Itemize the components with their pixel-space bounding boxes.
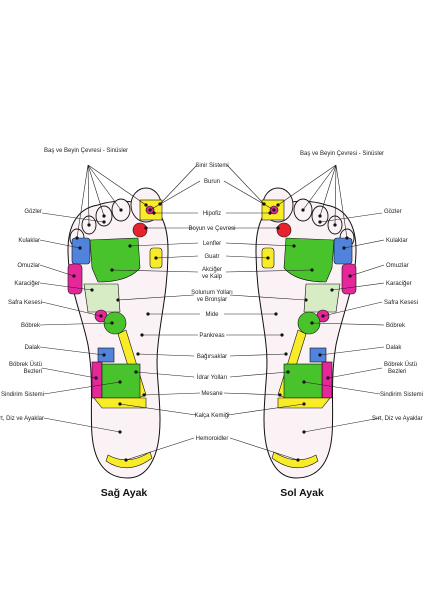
label-nervous-system: Sinir Sistemi [195,163,228,169]
left-zone-heart [303,283,341,313]
right-zone-hemorrhoid [105,451,153,469]
left-zone-ears-blue [333,237,353,265]
label-intestines: Bağırsaklar [197,354,227,360]
right-zone-spleen-blue [97,347,115,363]
label-kidney-left: Böbrek [386,323,406,329]
label-lung: Akciğer [202,267,222,273]
left-zone-shoulder [341,263,357,295]
label-back-right: Sırt, Diz ve Ayaklar [0,416,44,422]
leader-dots [72,202,352,462]
label-ears-left: Kulaklar [386,238,408,244]
label-hip-bone: Kalça Kemiği [194,413,229,419]
label-hemorrhoids: Hemoroidler [196,436,229,442]
right-zone-adrenal [91,361,103,399]
label-urinary-tract: İdrar Yolları [197,374,228,381]
right-foot [67,187,169,479]
right-foot-labels: Baş ve Beyin Çevresi - Sinüsler Gözler K… [0,148,128,422]
label-adrenal-left-2: Bezleri [388,369,406,375]
left-zone-spleen-blue [309,347,327,363]
left-zone-throat-red [276,222,292,238]
label-eyes-left: Gözler [384,209,402,215]
label-back-left: Sırt, Diz ve Ayaklar [372,416,423,422]
label-eyes-right: Gözler [24,209,42,215]
label-adrenal-right-1: Böbrek Üstü [9,361,42,368]
label-and-heart: ve Kalp [202,274,223,280]
label-bladder: Mesane [201,391,223,397]
label-spleen-left: Dalak [386,345,402,351]
label-digestive-right: Sindirim Sistemi [1,392,44,398]
label-spleen-right: Dalak [25,345,41,351]
label-lymph: Lenfler [203,241,221,247]
label-digestive-left: Sindirim Sistemi [380,392,423,398]
right-zone-ears-blue [71,237,91,265]
left-foot [255,187,357,479]
left-zone-lungs-green [283,237,335,283]
label-gallbladder-right: Safra Kesesi [8,300,42,306]
label-bronchi: ve Bronşlar [197,297,227,303]
label-neck: Boyun ve Çevresi [188,226,235,232]
leader-lines [39,164,385,461]
right-zone-throat-red [132,222,148,238]
center-labels: Sinir Sistemi Burun Hipofiz Boyun ve Çev… [188,163,235,442]
left-zone-hemorrhoid [271,451,319,469]
label-adrenal-left-1: Böbrek Üstü [384,361,417,368]
label-head-left: Baş ve Beyin Çevresi - Sinüsler [300,151,384,157]
right-zone-lungs-green [89,237,141,283]
label-nose: Burun [204,179,220,185]
label-gallbladder-left: Safra Kesesi [384,300,418,306]
label-shoulders-right: Omuzlar [17,263,40,269]
left-foot-labels: Baş ve Beyin Çevresi - Sinüsler Gözler K… [300,151,423,422]
label-goiter: Guatr [204,254,219,260]
caption-left-foot: Sol Ayak [280,487,324,499]
label-pancreas: Pankreas [199,333,224,339]
left-zone-adrenal [321,361,333,399]
label-stomach: Mide [205,312,219,318]
label-liver-right: Karaciğer [14,281,40,287]
label-adrenal-right-2: Bezleri [24,369,42,375]
label-kidney-right: Böbrek [21,323,41,329]
label-liver-left: Karaciğer [386,281,412,287]
right-zone-liver [83,283,121,313]
right-zone-shoulder [67,263,83,295]
label-head-right: Baş ve Beyin Çevresi - Sinüsler [44,148,128,154]
label-ears-right: Kulaklar [18,238,40,244]
label-airways: Solunum Yolları [191,290,233,296]
caption-right-foot: Sağ Ayak [101,487,148,499]
label-pituitary: Hipofiz [203,211,221,217]
label-shoulders-left: Omuzlar [386,263,409,269]
